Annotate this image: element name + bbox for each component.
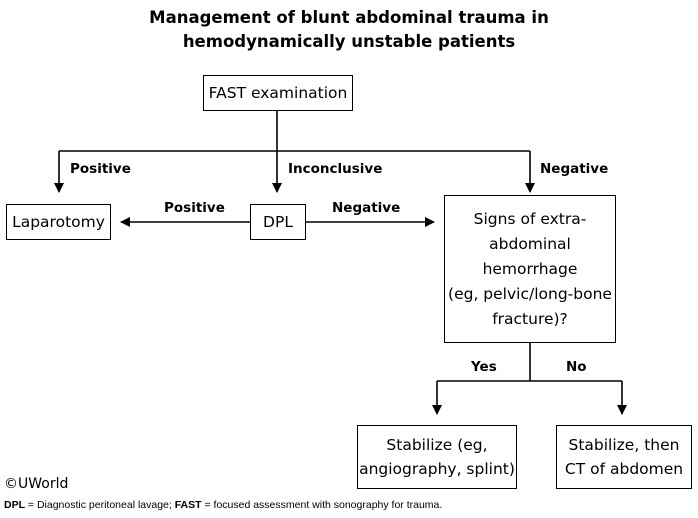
label-no: No xyxy=(566,359,587,375)
footnote-fast-abbr: FAST xyxy=(174,499,202,511)
abbreviation-footnote: DPL = Diagnostic peritoneal lavage; FAST… xyxy=(4,499,442,511)
signs-line-3: hemorrhage xyxy=(482,259,578,278)
label-yes: Yes xyxy=(471,359,497,375)
label-dpl-negative: Negative xyxy=(332,200,401,216)
node-dpl-label: DPL xyxy=(263,212,293,231)
stabilize-ct-line-2: CT of abdomen xyxy=(564,460,684,478)
stabilize-ct-line-1: Stabilize, then xyxy=(568,436,680,454)
stabilize-angio-line-1: Stabilize (eg, xyxy=(386,436,488,454)
node-stabilize-angiography: Stabilize (eg, angiography, splint) xyxy=(357,425,517,489)
node-stabilize-ct-abdomen: Stabilize, then CT of abdomen xyxy=(556,425,692,489)
node-dpl: DPL xyxy=(250,204,306,240)
footnote-dpl-def: = Diagnostic peritoneal lavage; xyxy=(25,499,175,511)
footnote-fast-def: = focused assessment with sonography for… xyxy=(201,499,443,511)
node-laparotomy: Laparotomy xyxy=(6,204,111,240)
stabilize-angio-line-2: angiography, splint) xyxy=(359,460,515,478)
title-line-1: Management of blunt abdominal trauma in xyxy=(149,8,549,27)
node-fast-label: FAST examination xyxy=(208,83,348,102)
label-dpl-positive: Positive xyxy=(164,200,225,216)
signs-line-2: abdominal xyxy=(489,234,571,253)
node-laparotomy-label: Laparotomy xyxy=(12,212,105,231)
label-fast-inconclusive: Inconclusive xyxy=(288,161,383,177)
signs-line-1: Signs of extra- xyxy=(473,209,587,228)
label-fast-positive: Positive xyxy=(70,161,131,177)
diagram-title: Management of blunt abdominal trauma in … xyxy=(0,6,698,54)
label-fast-negative: Negative xyxy=(540,161,609,177)
node-signs-extra-abdominal-hemorrhage: Signs of extra- abdominal hemorrhage (eg… xyxy=(444,195,616,343)
signs-line-4: (eg, pelvic/long-bone xyxy=(448,284,612,303)
copyright-notice: ©UWorld xyxy=(4,476,69,492)
signs-line-5: fracture)? xyxy=(492,309,568,328)
title-line-2: hemodynamically unstable patients xyxy=(182,32,516,51)
node-fast-examination: FAST examination xyxy=(203,75,353,111)
footnote-dpl-abbr: DPL xyxy=(4,499,25,511)
